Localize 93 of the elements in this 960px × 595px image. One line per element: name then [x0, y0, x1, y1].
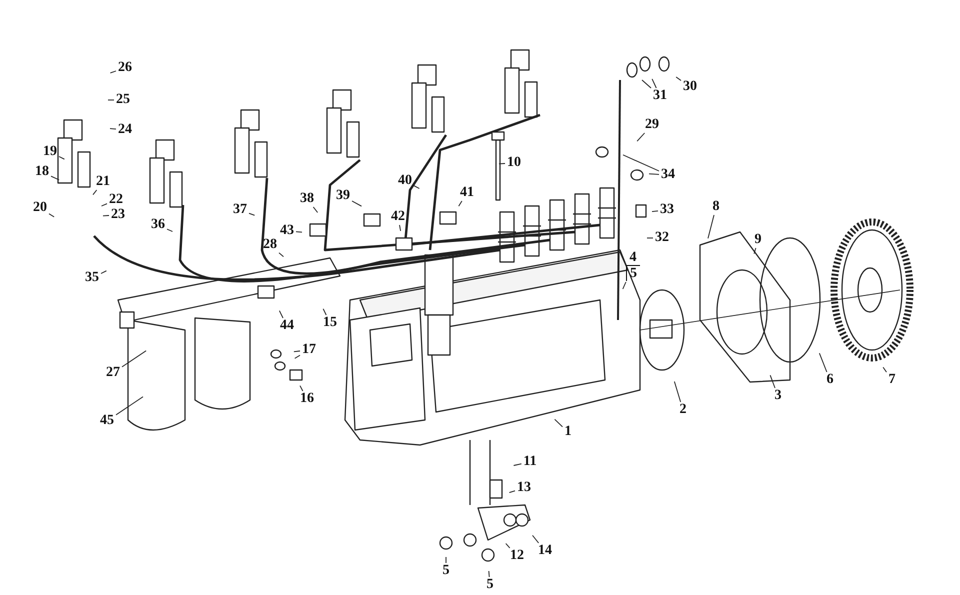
callout-number: 8 [712, 200, 720, 214]
leader-line [92, 190, 98, 196]
callout-number: 27 [105, 366, 121, 380]
leader-line [652, 210, 658, 212]
leader-line [414, 185, 420, 189]
callout-number: 3 [774, 389, 782, 403]
leader-line [110, 70, 116, 74]
leader-line [458, 200, 462, 207]
callout-number: 38 [299, 192, 315, 206]
callout-number: 22 [108, 193, 124, 207]
callout-number: 45 [99, 414, 115, 428]
callout-number: 40 [397, 174, 413, 188]
leader-line [300, 385, 304, 392]
leader-line [322, 308, 327, 316]
callout-number: 4 [628, 251, 638, 265]
leader-line [294, 354, 300, 359]
leader-line [278, 310, 284, 318]
leader-line [770, 374, 776, 388]
leader-line [554, 418, 563, 428]
callout-number: 26 [117, 61, 133, 75]
callout-number: 1 [564, 425, 572, 439]
leader-line [102, 215, 110, 216]
callout-number: 30 [682, 80, 698, 94]
callout-number: 13 [516, 481, 532, 495]
callout-number: 12 [509, 549, 525, 563]
leader-line [505, 543, 510, 548]
callout-number: 35 [84, 271, 100, 285]
callout-number: 15 [322, 316, 338, 330]
callout-number: 16 [299, 392, 315, 406]
leader-line [708, 214, 714, 239]
callout-number: 36 [150, 218, 166, 232]
leader-line [674, 381, 682, 402]
callout-number: 11 [522, 455, 538, 469]
leader-line [166, 228, 173, 232]
leader-line [48, 213, 55, 218]
leader-line [293, 350, 300, 352]
leader-line [754, 248, 756, 254]
callout-number: 10 [506, 156, 522, 170]
leader-line [399, 224, 402, 232]
callout-number: 42 [390, 210, 406, 224]
leader-line [101, 203, 108, 206]
leader-line [818, 352, 828, 372]
callout-number: 37 [232, 203, 248, 217]
leader-line [296, 231, 302, 233]
leader-line [652, 78, 657, 88]
callout-number: 34 [660, 168, 676, 182]
leader-line [50, 176, 60, 180]
callout-number: 5 [486, 578, 494, 592]
leader-line [312, 206, 318, 213]
leader-line [488, 570, 490, 578]
leader-line [513, 463, 522, 466]
leader-line [532, 534, 540, 544]
callout-number: 25 [115, 93, 131, 107]
callout-number: 43 [279, 224, 295, 238]
leader-line [636, 132, 646, 142]
callout-number: 33 [659, 203, 675, 217]
callout-number: 31 [652, 89, 668, 103]
callout-number: 39 [335, 189, 351, 203]
leader-line [116, 396, 144, 416]
leader-line [278, 252, 284, 258]
callout-number: 6 [826, 373, 834, 387]
callout-number: 5 [442, 564, 450, 578]
leader-line [110, 128, 116, 130]
leader-line [648, 173, 660, 175]
leader-line [622, 282, 626, 290]
leader-line [352, 200, 362, 207]
leader-line [58, 156, 65, 160]
callout-number: 2 [678, 403, 688, 417]
callout-number: 19 [42, 145, 58, 159]
leader-line [642, 80, 652, 88]
leader-line [248, 212, 256, 216]
callout-number: 9 [754, 233, 762, 247]
callout-number: 44 [279, 319, 295, 333]
callout-number: 18 [34, 165, 50, 179]
callout-number: 14 [537, 544, 553, 558]
callout-number: 23 [110, 208, 126, 222]
callout-number: 28 [262, 238, 278, 252]
leader-line [676, 76, 682, 81]
callout-number: 20 [32, 201, 48, 215]
callout-number: 17 [301, 343, 317, 357]
leader-line [100, 270, 107, 274]
callout-number: 7 [888, 373, 896, 387]
callout-number: 21 [95, 175, 111, 189]
leader-line [882, 366, 887, 373]
leader-line [122, 350, 147, 368]
callout-number: 5 [626, 265, 640, 281]
leader-line [508, 490, 516, 494]
callout-number: 32 [654, 231, 670, 245]
leader-line [622, 154, 660, 172]
callout-number: 41 [459, 186, 475, 200]
leader-line [498, 163, 506, 164]
callout-number: 29 [644, 118, 660, 132]
callout-number: 24 [117, 123, 133, 137]
